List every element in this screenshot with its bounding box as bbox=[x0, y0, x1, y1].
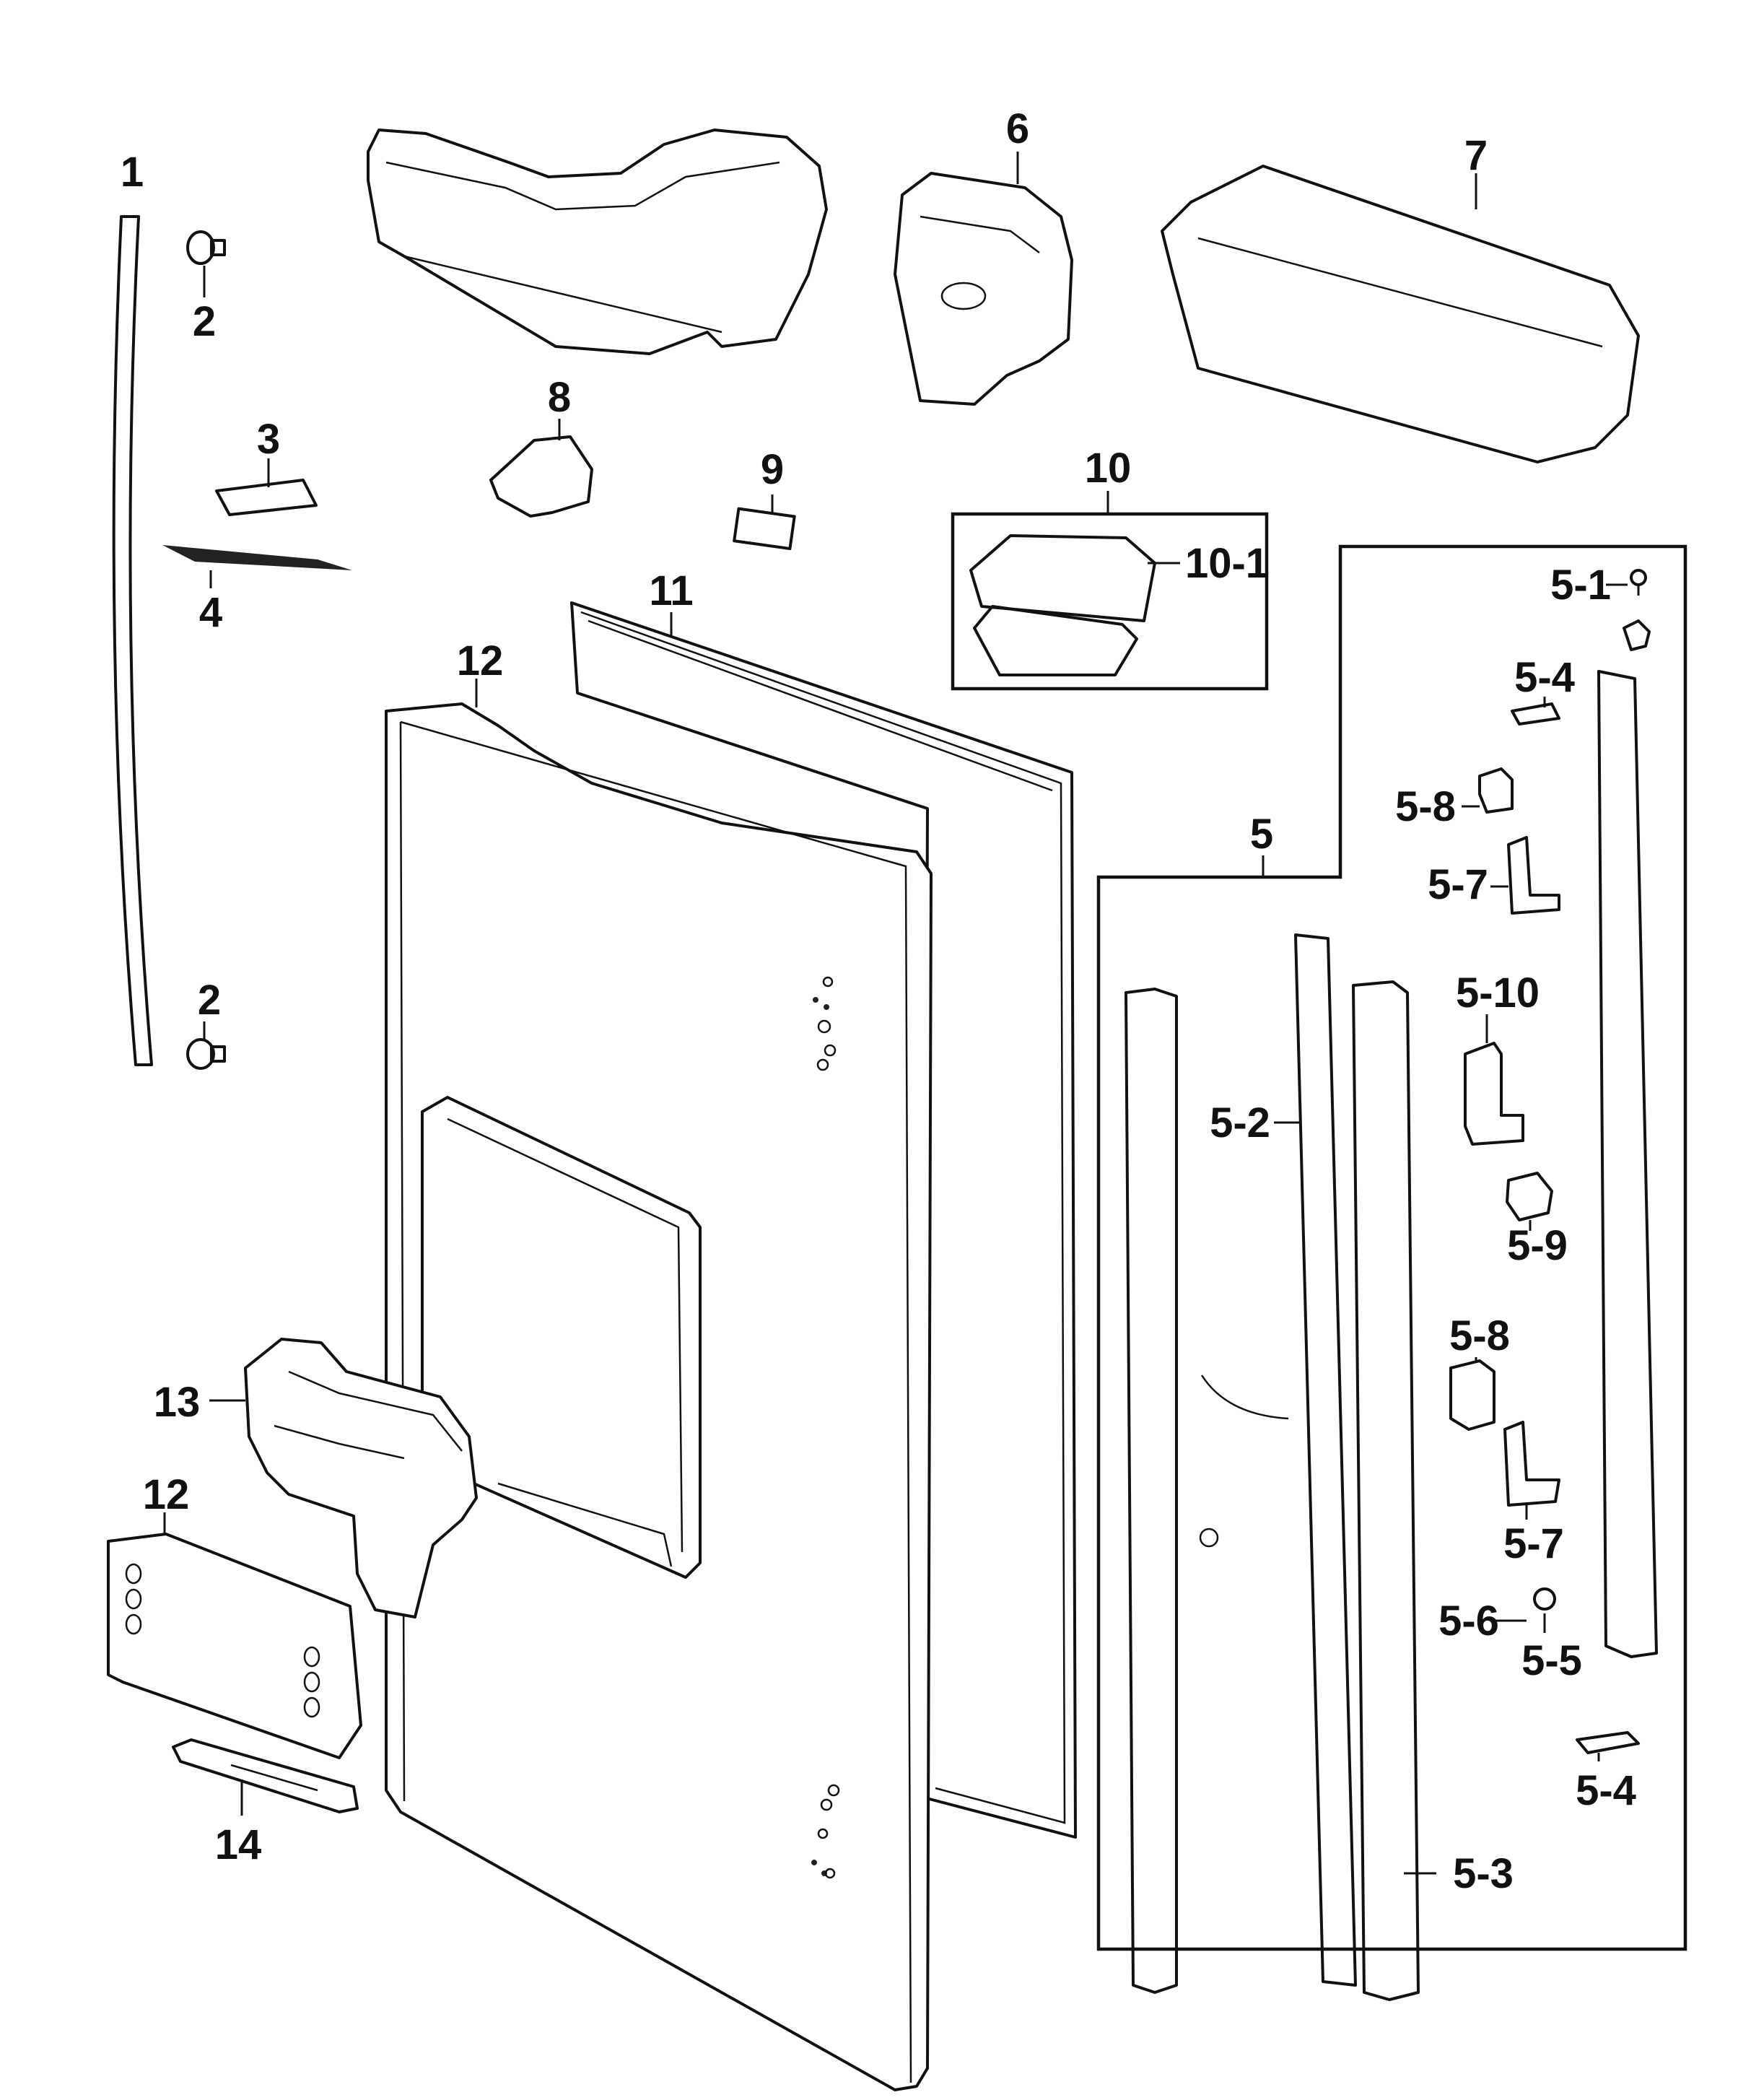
label-5-3: 5-3 bbox=[1453, 1850, 1514, 1897]
door-trim-rail bbox=[1125, 988, 1289, 1994]
label-5-6: 5-6 bbox=[1438, 1598, 1499, 1644]
label-12-cover: 12 bbox=[143, 1471, 190, 1518]
part-13-dispenser-housing bbox=[209, 1338, 478, 1618]
label-5-8-top: 5-8 bbox=[1395, 783, 1456, 830]
part-5-8-bracket-top bbox=[1462, 767, 1514, 814]
label-5: 5 bbox=[1250, 811, 1273, 858]
door-bin-7 bbox=[1161, 165, 1640, 463]
door-hinge-rail bbox=[1597, 670, 1658, 1658]
label-5-9: 5-9 bbox=[1507, 1222, 1568, 1269]
label-1: 1 bbox=[121, 149, 144, 196]
label-12-door: 12 bbox=[457, 637, 504, 684]
label-5-2: 5-2 bbox=[1210, 1099, 1270, 1146]
part-3-bracket bbox=[215, 458, 318, 516]
part-2-screw-top bbox=[186, 230, 226, 297]
part-5-7-hinge-top bbox=[1490, 836, 1560, 915]
part-10-box bbox=[951, 491, 1269, 691]
part-5-7-hinge-bottom bbox=[1503, 1421, 1560, 1520]
part-14-drip-tray bbox=[172, 1738, 359, 1816]
part-5-4-clip-bottom bbox=[1576, 1731, 1640, 1761]
label-5-10: 5-10 bbox=[1456, 970, 1540, 1016]
label-14: 14 bbox=[215, 1821, 262, 1868]
part-5-4-clip-top bbox=[1511, 697, 1560, 726]
label-2-top: 2 bbox=[193, 298, 216, 345]
part-5-8-bracket-bottom bbox=[1449, 1357, 1495, 1431]
label-5-1: 5-1 bbox=[1550, 562, 1611, 609]
label-7: 7 bbox=[1464, 132, 1488, 179]
label-6: 6 bbox=[1006, 105, 1029, 152]
part-5-9-cap bbox=[1506, 1172, 1553, 1231]
part-5-2-vent-strip bbox=[1274, 933, 1357, 1987]
label-5-8-bottom: 5-8 bbox=[1449, 1312, 1510, 1359]
part-5-10-hinge-block bbox=[1464, 1014, 1524, 1146]
part-4-gasket-strip bbox=[162, 545, 352, 588]
label-8: 8 bbox=[548, 374, 571, 421]
part-8-bracket bbox=[489, 419, 593, 518]
part-5-box bbox=[1096, 544, 1687, 1951]
label-13: 13 bbox=[154, 1379, 201, 1426]
label-4: 4 bbox=[199, 589, 222, 636]
label-10: 10 bbox=[1085, 445, 1132, 492]
label-10-1: 10-1 bbox=[1185, 540, 1269, 587]
part-5-3-channel bbox=[1352, 980, 1436, 2001]
part-12-dispenser-cover bbox=[107, 1512, 362, 1759]
door-bin-6 bbox=[894, 152, 1073, 406]
label-5-7-top: 5-7 bbox=[1428, 861, 1488, 908]
label-2-bottom: 2 bbox=[198, 977, 221, 1024]
part-9-clip bbox=[733, 494, 796, 551]
label-5-5: 5-5 bbox=[1521, 1637, 1582, 1684]
part-1-trim-strip bbox=[112, 215, 153, 1066]
part-5-1-screw bbox=[1606, 569, 1651, 651]
label-5-4-top: 5-4 bbox=[1514, 654, 1575, 701]
label-5-7-bottom: 5-7 bbox=[1503, 1520, 1564, 1567]
label-9: 9 bbox=[761, 446, 784, 493]
part-5-5-spring bbox=[1533, 1587, 1556, 1633]
label-3: 3 bbox=[257, 416, 280, 463]
label-11: 11 bbox=[649, 567, 693, 614]
part-12-door-panel bbox=[385, 679, 933, 2091]
door-bin-large-left bbox=[367, 128, 828, 355]
label-5-4-bottom: 5-4 bbox=[1576, 1767, 1636, 1814]
part-2-screw-bottom bbox=[186, 1021, 226, 1070]
